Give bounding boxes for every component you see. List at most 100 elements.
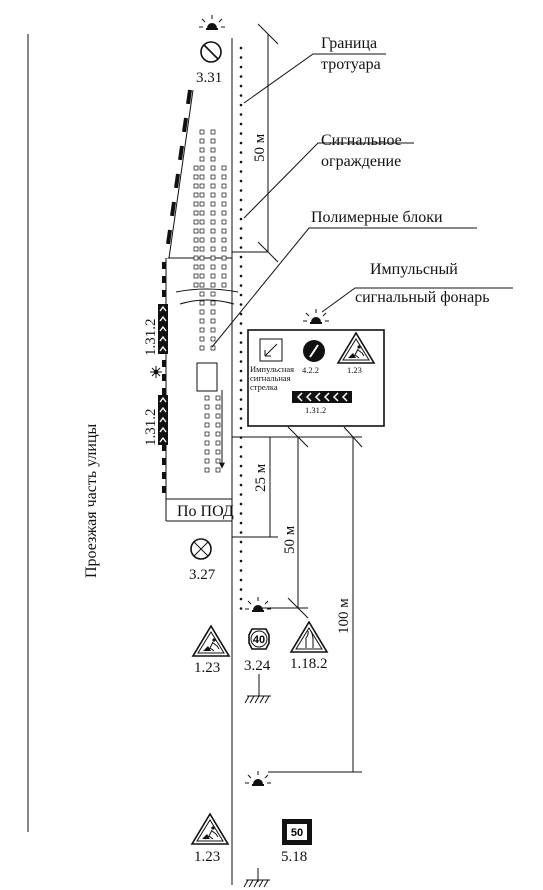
chevron-mark xyxy=(314,392,321,402)
fence-dot xyxy=(239,284,243,287)
fence-dot xyxy=(239,236,243,240)
polymer-block xyxy=(193,192,199,198)
polymer-block xyxy=(204,440,210,446)
polymer-block xyxy=(204,422,210,428)
polymer-block xyxy=(210,138,216,144)
sign-1-31-2-label-bottom: 1.31.2 xyxy=(143,409,159,447)
fence-dot xyxy=(239,227,243,230)
polymer-block xyxy=(215,395,221,401)
polymer-block xyxy=(215,458,221,464)
chevron-mark xyxy=(159,325,167,332)
fence-dot xyxy=(239,331,243,335)
polymer-block xyxy=(193,282,199,288)
chevron-mark xyxy=(159,335,167,342)
sign-5-18-label: 5.18 xyxy=(281,849,307,865)
sign-panel: Импульсная сигнальная стрелка 4.2.2 1.23… xyxy=(247,329,385,427)
barrier-stripe xyxy=(162,290,166,297)
chevron-mark xyxy=(305,392,312,402)
sign-1-23-label-b: 1.23 xyxy=(194,849,220,865)
polymer-block xyxy=(210,273,216,279)
barrier-stripe xyxy=(162,472,166,479)
chevron-mark xyxy=(323,392,330,402)
fence-dot xyxy=(239,170,243,173)
fence-dot xyxy=(239,550,243,553)
polymer-block xyxy=(210,129,216,135)
chevron-mark xyxy=(159,305,167,312)
polymer-block xyxy=(199,336,205,342)
polymer-block xyxy=(199,228,205,234)
speed-limit-sign-icon: 40 xyxy=(248,628,270,650)
chevron-mark xyxy=(159,436,167,443)
barrier-stripe xyxy=(162,458,166,465)
fence-dot xyxy=(239,65,243,69)
polymer-block xyxy=(199,327,205,333)
chevron-mark xyxy=(159,406,167,413)
leader-pulse-lamp xyxy=(321,287,513,313)
barrier-stripe xyxy=(178,145,184,161)
barrier-stripe xyxy=(162,262,166,269)
fence-dot xyxy=(239,521,243,525)
polymer-block xyxy=(199,219,205,225)
fence-dot xyxy=(239,246,243,249)
striped-barrier xyxy=(164,89,194,259)
sign-1-31-2-label-top: 1.31.2 xyxy=(143,319,159,357)
polymer-block xyxy=(215,413,221,419)
polymer-block xyxy=(193,246,199,252)
polymer-block xyxy=(204,404,210,410)
dimension-50-top-label: 50 м xyxy=(252,133,268,162)
polymer-block xyxy=(199,246,205,252)
dimension-tick xyxy=(343,426,363,448)
polymer-block xyxy=(199,264,205,270)
panel-sign-1-23-label: 1.23 xyxy=(347,365,362,375)
fence-dot xyxy=(239,341,243,344)
polymer-block xyxy=(204,431,210,437)
fence-dot xyxy=(239,559,243,563)
polymer-block xyxy=(199,291,205,297)
road-narrowing-sign-icon xyxy=(289,620,329,653)
polymer-block xyxy=(221,192,227,198)
polymer-block xyxy=(210,201,216,207)
chevron-mark xyxy=(341,392,348,402)
polymer-block xyxy=(199,147,205,153)
road-works-sign-icon xyxy=(192,814,228,844)
polymer-block xyxy=(210,264,216,270)
fence-dot xyxy=(239,94,243,97)
fence-dot xyxy=(239,312,243,316)
polymer-block xyxy=(199,273,205,279)
polymer-block xyxy=(221,210,227,216)
fence-dot xyxy=(239,303,243,306)
barrier-stripe xyxy=(182,117,188,133)
polymer-block xyxy=(193,228,199,234)
polymer-block xyxy=(204,458,210,464)
polymer-block xyxy=(210,255,216,261)
barrier-stripe xyxy=(162,486,166,493)
pulse-lamp-icon xyxy=(302,308,330,325)
fence-dot xyxy=(239,189,243,192)
polymer-block xyxy=(199,282,205,288)
fence-dot xyxy=(239,360,243,363)
fence-dot xyxy=(239,179,243,183)
polymer-block xyxy=(199,201,205,207)
polymer-block xyxy=(199,309,205,315)
polymer-block xyxy=(204,449,210,455)
polymer-block xyxy=(193,237,199,243)
polymer-block xyxy=(199,237,205,243)
fence-dot xyxy=(239,293,243,297)
dimension-tick xyxy=(257,23,279,45)
fence-dot xyxy=(239,84,243,88)
ground-hatch xyxy=(244,695,272,704)
polymer-block xyxy=(199,183,205,189)
fence-dot xyxy=(239,540,243,544)
label-signal-fence-2: ограждение xyxy=(321,153,401,170)
fence-dot xyxy=(239,398,243,401)
leader-sidewalk-border xyxy=(243,53,386,104)
road-works-sign-icon xyxy=(338,333,374,363)
barrier-stripe xyxy=(162,444,166,451)
barrier-stripe xyxy=(166,229,172,245)
polymer-block xyxy=(210,282,216,288)
polymer-block xyxy=(210,291,216,297)
polymer-block xyxy=(221,273,227,279)
polymer-block xyxy=(221,246,227,252)
fence-dot xyxy=(239,417,243,420)
